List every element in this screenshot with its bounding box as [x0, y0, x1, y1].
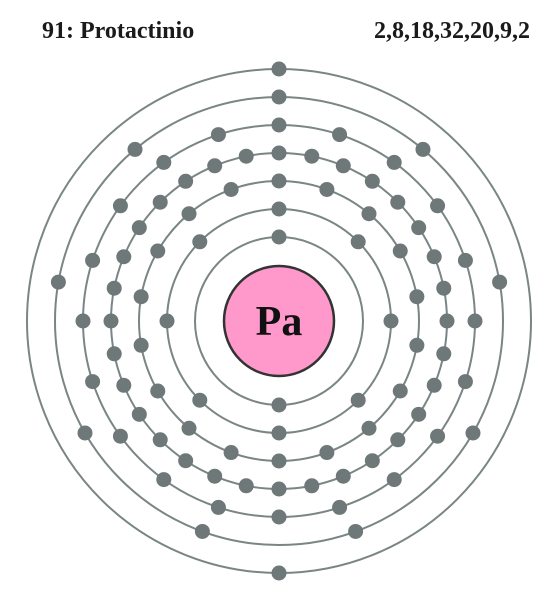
electron-shell-3 [271, 173, 287, 189]
electron-shell-6 [271, 89, 287, 105]
electron-shell-4 [152, 194, 168, 210]
electrons-layer [50, 61, 508, 581]
electron-shell-3 [150, 243, 166, 259]
electron-shell-5 [271, 117, 287, 133]
electron-shell-5 [457, 374, 473, 390]
electron-shell-4 [152, 432, 168, 448]
electron-shell-4 [304, 148, 320, 164]
electron-shell-3 [392, 243, 408, 259]
electron-shell-2 [383, 313, 399, 329]
electron-shell-3 [181, 420, 197, 436]
electron-shell-5 [112, 428, 128, 444]
electron-shell-4 [271, 481, 287, 497]
electron-shell-4 [364, 453, 380, 469]
electron-shell-4 [116, 249, 132, 265]
electron-shell-4 [426, 377, 442, 393]
electron-shell-5 [467, 313, 483, 329]
electron-shell-6 [77, 425, 93, 441]
electron-shell-3 [361, 206, 377, 222]
electron-shell-4 [335, 158, 351, 174]
electron-shell-4 [178, 173, 194, 189]
electron-shell-3 [133, 337, 149, 353]
electron-shell-6 [492, 274, 508, 290]
electron-shell-2 [271, 425, 287, 441]
electron-shell-4 [103, 313, 119, 329]
electron-shell-2 [159, 313, 175, 329]
electron-shell-5 [332, 499, 348, 515]
electron-shell-4 [436, 280, 452, 296]
electron-shell-3 [150, 383, 166, 399]
electron-shell-3 [223, 445, 239, 461]
electron-shell-4 [207, 468, 223, 484]
electron-shell-4 [207, 158, 223, 174]
electron-shell-6 [127, 141, 143, 157]
electron-shell-6 [50, 274, 66, 290]
electron-shell-7 [271, 565, 287, 581]
electron-shell-4 [436, 346, 452, 362]
electron-shell-5 [457, 252, 473, 268]
electron-shell-4 [426, 249, 442, 265]
element-title: 91: Protactinio [42, 18, 195, 44]
electron-shell-5 [271, 509, 287, 525]
electron-shell-5 [156, 154, 172, 170]
electron-shell-4 [390, 432, 406, 448]
electron-shell-2 [271, 201, 287, 217]
electron-shell-5 [210, 127, 226, 143]
electron-shell-7 [271, 61, 287, 77]
electron-shell-6 [194, 523, 210, 539]
electron-shell-4 [116, 377, 132, 393]
electron-shell-4 [131, 220, 147, 236]
electron-shell-4 [439, 313, 455, 329]
electron-shell-4 [411, 220, 427, 236]
electron-shell-5 [210, 499, 226, 515]
electron-shell-3 [133, 289, 149, 305]
electron-shell-3 [319, 181, 335, 197]
electron-shell-2 [350, 392, 366, 408]
electron-shell-4 [390, 194, 406, 210]
electron-shell-3 [409, 289, 425, 305]
header: 91: Protactinio 2,8,18,32,20,9,2 [0, 14, 558, 54]
electron-shell-2 [192, 234, 208, 250]
electron-shell-5 [386, 154, 402, 170]
electron-shell-2 [350, 234, 366, 250]
electron-shell-4 [238, 478, 254, 494]
electron-shell-6 [415, 141, 431, 157]
electron-shell-1 [271, 229, 287, 245]
electron-shell-4 [106, 280, 122, 296]
electron-shell-4 [364, 173, 380, 189]
electron-configuration: 2,8,18,32,20,9,2 [374, 18, 530, 44]
electron-shell-5 [386, 472, 402, 488]
electron-shell-5 [430, 198, 446, 214]
electron-shell-5 [332, 127, 348, 143]
electron-shell-5 [85, 252, 101, 268]
electron-shell-3 [319, 445, 335, 461]
electron-shell-3 [361, 420, 377, 436]
electron-shell-6 [465, 425, 481, 441]
electron-shell-3 [271, 453, 287, 469]
electron-shell-2 [192, 392, 208, 408]
electron-shell-4 [178, 453, 194, 469]
electron-shell-3 [409, 337, 425, 353]
electron-shell-5 [430, 428, 446, 444]
electron-shell-4 [271, 145, 287, 161]
electron-shell-3 [181, 206, 197, 222]
electron-shell-3 [392, 383, 408, 399]
electron-shell-4 [106, 346, 122, 362]
electron-shell-4 [131, 406, 147, 422]
electron-shell-5 [75, 313, 91, 329]
nucleus [222, 264, 336, 378]
electron-shell-4 [304, 478, 320, 494]
electron-shell-5 [156, 472, 172, 488]
electron-shell-4 [238, 148, 254, 164]
electron-shell-3 [223, 181, 239, 197]
electron-shell-6 [348, 523, 364, 539]
electron-shell-4 [335, 468, 351, 484]
electron-shell-1 [271, 397, 287, 413]
electron-shell-5 [85, 374, 101, 390]
electron-shell-5 [112, 198, 128, 214]
nucleus-symbol: Pa [256, 299, 303, 345]
electron-shell-4 [411, 406, 427, 422]
